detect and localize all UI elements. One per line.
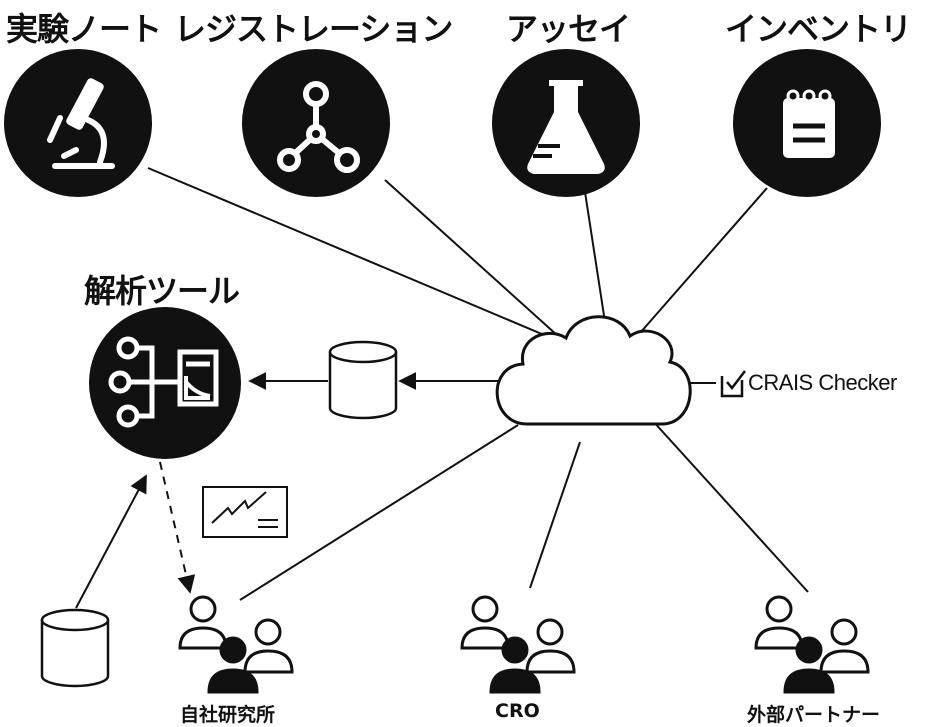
cloud-hub <box>495 315 692 426</box>
people-group-partner-icon <box>754 595 870 694</box>
analysis-label: 解析ツール <box>84 272 240 310</box>
link-inventory-cloud <box>639 187 768 334</box>
brand-name: CRAIS Checker <box>748 370 897 395</box>
inhouse-lab-label: 自社研究所 <box>180 704 276 726</box>
inventory-label: インベントリ <box>725 10 912 48</box>
assay-label: アッセイ <box>506 10 631 48</box>
connection-lines <box>75 167 809 609</box>
database-icon-bottom <box>40 608 110 688</box>
people-group-cro-icon <box>460 595 576 694</box>
chart-thumbnail-icon <box>202 486 288 538</box>
flask-icon <box>527 80 605 174</box>
analysis-flow-icon <box>108 336 219 428</box>
assay-node <box>492 49 640 197</box>
registration-label: レジストレーション <box>174 10 453 48</box>
link-cloud-partner <box>651 419 809 593</box>
link-notebook-cloud <box>147 167 557 341</box>
database-icon <box>328 340 398 420</box>
external-partner-label: 外部パートナー <box>747 704 881 726</box>
people-group-inhouse-icon <box>178 595 294 694</box>
inventory-node <box>733 49 881 197</box>
arrow-analysis-to-inhouse <box>159 461 196 594</box>
notebook-label: 実験ノート <box>6 10 162 48</box>
link-assay-cloud <box>584 191 606 323</box>
analysis-node <box>89 307 241 459</box>
link-cloud-cro <box>529 441 581 589</box>
registration-node <box>242 49 390 197</box>
notepad-icon <box>783 89 835 158</box>
arrow-db-to-analysis-bottom <box>75 474 147 609</box>
molecule-icon <box>277 81 360 173</box>
link-registration-cloud <box>384 179 559 337</box>
cro-label: CRO <box>495 700 540 722</box>
link-cloud-inhouse <box>239 424 519 601</box>
microscope-icon <box>47 78 115 169</box>
notebook-node <box>4 49 152 197</box>
crais-checker-logo: CRAIS Checker <box>716 362 928 408</box>
checker-logo-icon <box>720 370 746 398</box>
